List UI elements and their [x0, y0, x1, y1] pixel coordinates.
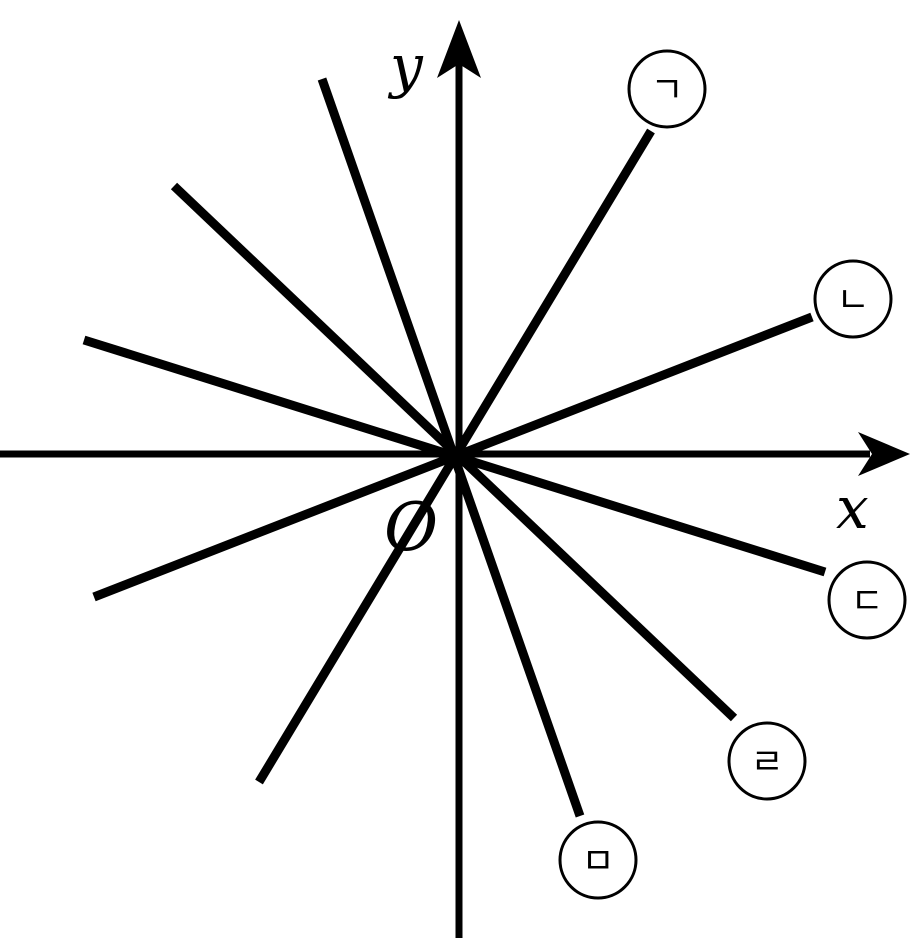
label-digeut: ㄷ	[827, 560, 907, 640]
label-circle	[827, 560, 907, 640]
label-circle	[727, 721, 807, 801]
label-mieum: ㅁ	[558, 820, 638, 900]
y-axis-label: y	[387, 32, 424, 100]
label-text: ㄷ	[850, 581, 883, 622]
x-axis-arrowhead	[858, 432, 910, 476]
x-axis-label: x	[836, 474, 869, 542]
line-mieum	[317, 77, 585, 818]
label-circle	[627, 49, 707, 129]
label-text: ㄹ	[750, 742, 783, 783]
y-axis-arrowhead	[437, 20, 481, 78]
label-text: ㄱ	[650, 70, 683, 111]
label-circle	[813, 259, 893, 339]
label-text: ㅁ	[581, 841, 614, 882]
label-rieul: ㄹ	[727, 721, 807, 801]
label-giyeok: ㄱ	[627, 49, 707, 129]
label-nieun: ㄴ	[813, 259, 893, 339]
label-circle	[558, 820, 638, 900]
label-text: ㄴ	[836, 280, 869, 321]
